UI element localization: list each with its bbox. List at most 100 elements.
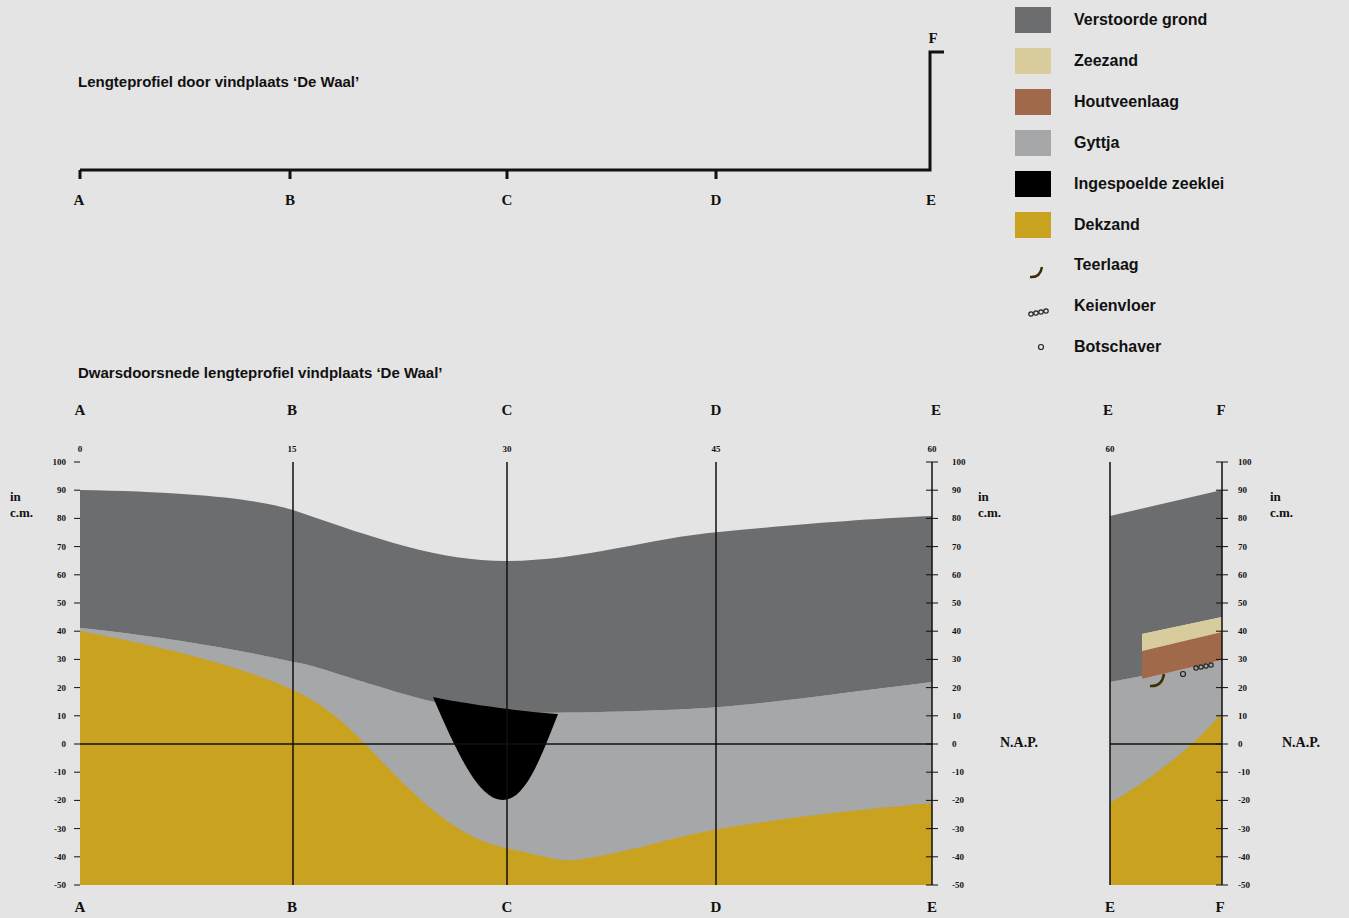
depth-tick-label: 80 xyxy=(952,513,961,523)
axis-ticks xyxy=(74,462,1228,885)
diagram-title: Lengteprofiel door vindplaats ‘De Waal’ xyxy=(78,73,359,90)
depth-tick-label: 60 xyxy=(57,570,66,580)
legend-swatch xyxy=(1015,89,1051,115)
depth-tick-label: 20 xyxy=(1238,683,1247,693)
depth-tick-label: 80 xyxy=(57,513,66,523)
distance-number: 45 xyxy=(712,444,721,454)
legend-text: Teerlaag xyxy=(1074,256,1139,274)
unit-label: in c.m. xyxy=(978,489,1012,521)
section-grid xyxy=(1110,462,1222,885)
legend-text: Ingespoelde zeeklei xyxy=(1074,175,1224,193)
teerlaag-legend-symbol xyxy=(1030,267,1042,277)
point-letter: E xyxy=(926,192,936,209)
depth-tick-label: 40 xyxy=(952,626,961,636)
legend-text: Houtveenlaag xyxy=(1074,93,1179,111)
depth-tick-label: 20 xyxy=(952,683,961,693)
depth-tick-label: 70 xyxy=(57,542,66,552)
depth-tick-label: 90 xyxy=(952,485,961,495)
verstoorde-grond-layer xyxy=(1110,490,1222,682)
depth-tick-label: -50 xyxy=(54,880,66,890)
houtveen-layer xyxy=(1142,632,1222,679)
depth-tick-label: -10 xyxy=(54,767,66,777)
legend-text: Verstoorde grond xyxy=(1074,11,1207,29)
depth-tick-label: 40 xyxy=(1238,626,1247,636)
depth-tick-label: 30 xyxy=(57,654,66,664)
depth-tick-label: 10 xyxy=(952,711,961,721)
point-letter: E xyxy=(1105,899,1115,916)
verstoorde-grond-layer xyxy=(80,490,932,713)
plan-line xyxy=(80,52,944,179)
unit-label: in c.m. xyxy=(1270,489,1304,521)
depth-tick-label: 70 xyxy=(952,542,961,552)
dekzand-layer xyxy=(1110,660,1222,885)
point-letter: A xyxy=(74,192,85,209)
point-letter: C xyxy=(502,899,513,916)
depth-tick-label: 0 xyxy=(952,739,957,749)
point-letter: B xyxy=(285,192,295,209)
depth-tick-label: 80 xyxy=(1238,513,1247,523)
point-letter: D xyxy=(711,899,722,916)
point-letter: F xyxy=(1215,899,1224,916)
depth-tick-label: 90 xyxy=(1238,485,1247,495)
botschaver-legend-symbol xyxy=(1039,345,1044,350)
depth-tick-label: -20 xyxy=(1238,795,1250,805)
depth-tick-label: -20 xyxy=(54,795,66,805)
legend-text: Zeezand xyxy=(1074,52,1138,70)
botschaver-symbol xyxy=(1181,672,1186,677)
point-letter: D xyxy=(711,402,722,419)
depth-tick-label: 70 xyxy=(1238,542,1247,552)
section-grid xyxy=(80,462,932,885)
depth-tick-label: -40 xyxy=(54,852,66,862)
depth-tick-label: -10 xyxy=(1238,767,1250,777)
depth-tick-label: 0 xyxy=(62,739,67,749)
point-letter: F xyxy=(928,30,937,47)
depth-tick-label: -50 xyxy=(952,880,964,890)
section-title: Dwarsdoorsnede lengteprofiel vindplaats … xyxy=(78,364,443,381)
point-letter: B xyxy=(287,402,297,419)
legend-text: Dekzand xyxy=(1074,216,1140,234)
depth-tick-label: 90 xyxy=(57,485,66,495)
nap-label: N.A.P. xyxy=(1000,735,1038,751)
depth-tick-label: 60 xyxy=(1238,570,1247,580)
depth-tick-label: 30 xyxy=(952,654,961,664)
legend-swatch xyxy=(1015,48,1051,74)
depth-tick-label: -30 xyxy=(952,824,964,834)
teerlaag-symbol xyxy=(1150,674,1164,686)
legend-swatch xyxy=(1015,171,1051,197)
depth-tick-label: 50 xyxy=(952,598,961,608)
depth-tick-label: -40 xyxy=(1238,852,1250,862)
depth-tick-label: 100 xyxy=(952,457,966,467)
depth-tick-label: 10 xyxy=(1238,711,1247,721)
point-letter: F xyxy=(1216,402,1225,419)
depth-tick-label: 20 xyxy=(57,683,66,693)
point-letter: E xyxy=(931,402,941,419)
depth-tick-label: 50 xyxy=(1238,598,1247,608)
unit-label: in c.m. xyxy=(10,489,44,521)
legend-text: Keienvloer xyxy=(1074,297,1156,315)
point-letter: B xyxy=(287,899,297,916)
legend-text: Gyttja xyxy=(1074,134,1119,152)
depth-tick-label: 40 xyxy=(57,626,66,636)
depth-tick-label: 50 xyxy=(57,598,66,608)
depth-tick-label: 30 xyxy=(1238,654,1247,664)
dekzand-layer xyxy=(1110,713,1222,885)
point-letter: E xyxy=(1103,402,1113,419)
depth-tick-label: -10 xyxy=(952,767,964,777)
distance-number: 30 xyxy=(503,444,512,454)
depth-tick-label: -20 xyxy=(952,795,964,805)
distance-number: 0 xyxy=(78,444,83,454)
depth-tick-label: 10 xyxy=(57,711,66,721)
depth-tick-label: 100 xyxy=(53,457,67,467)
legend-text: Botschaver xyxy=(1074,338,1161,356)
keienvloer-symbol xyxy=(1194,663,1213,670)
distance-number: 60 xyxy=(928,444,937,454)
point-letter: A xyxy=(75,402,86,419)
zeeklei-channel xyxy=(433,697,558,800)
depth-tick-label: -40 xyxy=(952,852,964,862)
point-letter: A xyxy=(75,899,86,916)
legend-swatch xyxy=(1015,130,1051,156)
point-letter: C xyxy=(502,192,513,209)
distance-number: 15 xyxy=(288,444,297,454)
point-letter: E xyxy=(927,899,937,916)
